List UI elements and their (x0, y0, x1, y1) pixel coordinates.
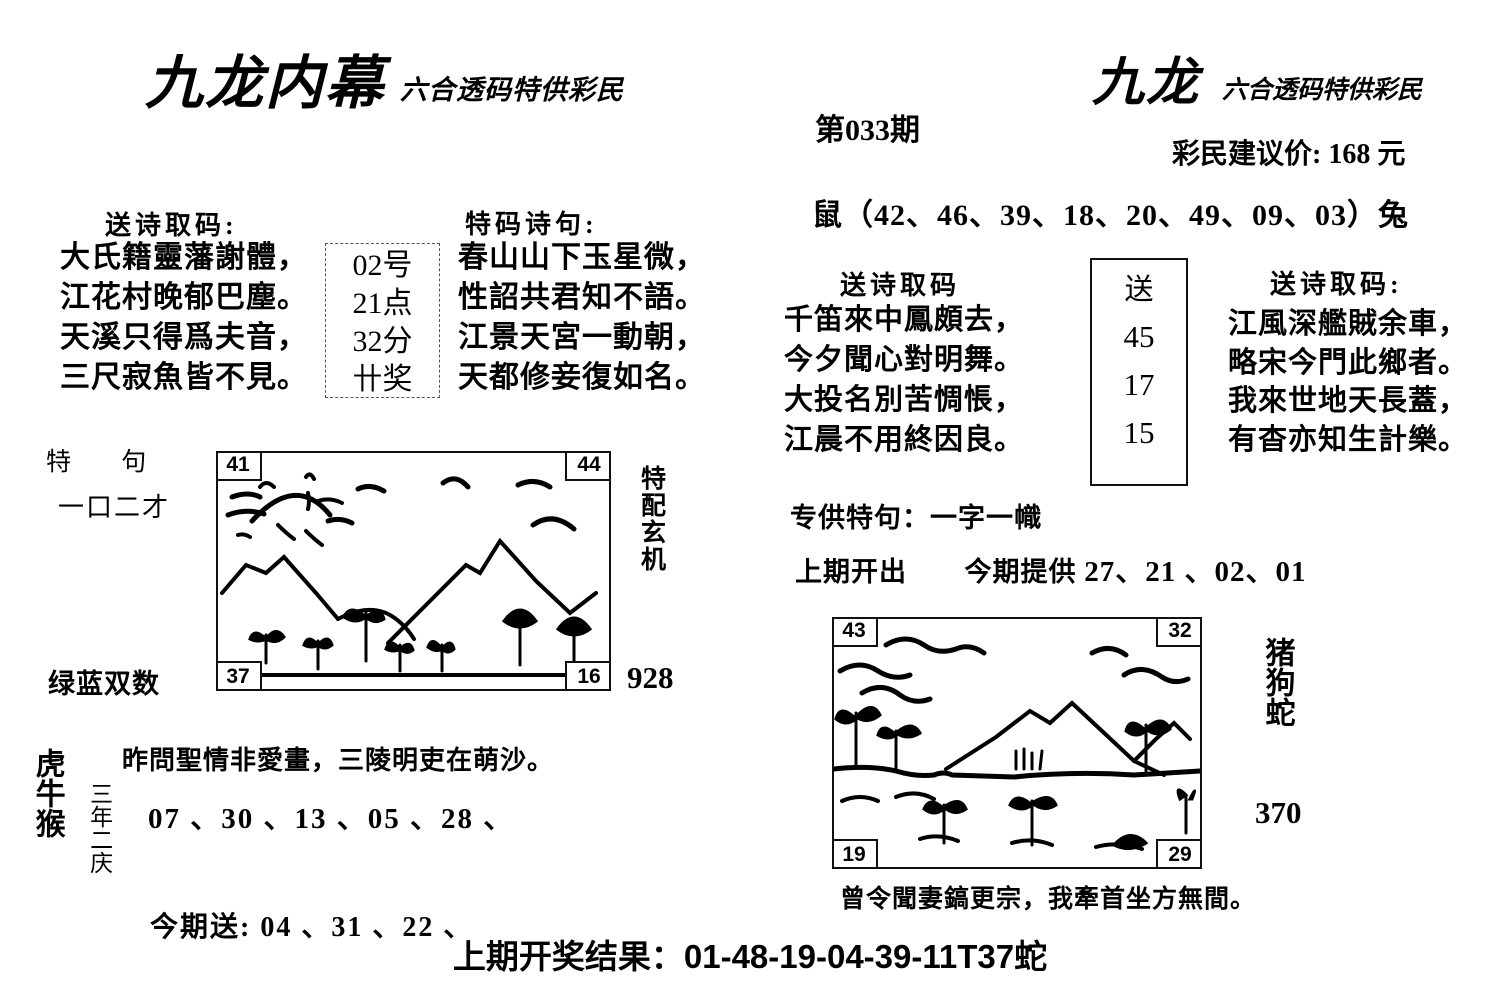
poem-line: 性詔共君知不語。 (458, 280, 706, 314)
left-numbers-row-2: 今期送: 04 、31 、22 、 (150, 912, 474, 943)
teju-value: 一口二才 (58, 493, 171, 522)
right-songshi1-label: 送诗取码 (840, 271, 961, 300)
right-side-number: 370 (1255, 795, 1302, 830)
left-songshi-poem: 大氏籍靈藩謝體， 江花村晚郁巴塵。 天溪只得爲夫音， 三尺寂魚皆不見。 (60, 238, 308, 398)
corner-number-top-right: 32 (1156, 619, 1200, 647)
poem-line: 我來世地天長蓋， (1228, 385, 1469, 418)
lvlan-label: 绿蓝双数 (48, 669, 160, 699)
code-box: 02号 21点 32分 卄奖 (325, 243, 440, 398)
right-bottom-poem: 曾令聞妻鎬更宗，我牽首坐方無間。 (840, 886, 1257, 913)
code-box-line: 02号 (352, 249, 413, 282)
corner-number-bottom-right: 16 (565, 661, 609, 689)
poem-line: 大氏籍靈藩謝體， (60, 241, 308, 274)
send-box-number: 17 (1123, 366, 1155, 402)
shangqi-label: 上期开出 (795, 557, 907, 587)
zhuangong-teju-line: 专供特句：一字一幟 (790, 503, 1042, 533)
corner-number-bottom-left: 37 (218, 661, 262, 689)
code-box-line: 21点 (352, 287, 413, 321)
poem-line: 略宋今門此鄉者。 (1228, 346, 1469, 379)
poem-line: 天溪只得爲夫音， (60, 320, 308, 354)
poem-line: 三尺寂魚皆不見。 (60, 360, 308, 394)
left-songshi-label: 送诗取码: (105, 211, 238, 240)
left-brand-subtitle: 六合透码特供彩民 (400, 75, 624, 105)
poem-line: 今夕聞心對明舞。 (784, 344, 1025, 377)
teju-label: 特 句 (46, 449, 169, 476)
sannian-column: 三年二庆 (86, 782, 112, 874)
left-bottom-poem: 昨問聖情非愛畫，三陵明吏在萌沙。 (122, 746, 555, 775)
shangqi-jinqi-row: 上期开出 今期提供 27、21 、02、01 (795, 548, 1307, 590)
right-brand-subtitle: 六合透码特供彩民 (1222, 77, 1423, 104)
tema-label: 特码诗句: (465, 210, 598, 239)
send-number-box: 送 45 17 15 (1090, 258, 1188, 486)
suggested-price: 彩民建议价: 168 元 (1172, 139, 1406, 170)
corner-number-top-left: 41 (218, 453, 262, 481)
left-numbers-row-1: 07 、30 、13 、05 、28 、 (148, 803, 515, 835)
send-box-number: 45 (1123, 318, 1155, 354)
right-landscape-drawing (834, 636, 1200, 851)
poem-line: 江晨不用終因良。 (784, 424, 1025, 457)
poem-line: 江花村晚郁巴塵。 (60, 280, 308, 314)
jinqi-label: 今期提供 (964, 557, 1077, 587)
poem-line: 江景天宮一動朝， (458, 320, 706, 354)
corner-number-bottom-right: 29 (1156, 839, 1200, 867)
previous-draw-result: 上期开奖结果：01-48-19-04-39-11T37蛇 (452, 938, 1048, 975)
right-brand-title: 九龙 (1092, 55, 1201, 112)
left-landscape-drawing (218, 472, 609, 677)
send-box-label: 送 (1124, 274, 1154, 306)
code-box-line: 32分 (352, 325, 413, 359)
right-illustration: 43 32 19 29 (832, 617, 1202, 869)
poem-line: 千笛來中鳳頗去， (784, 304, 1025, 336)
code-box-line: 卄奖 (352, 363, 413, 397)
poem-line: 江風深艦賊余車， (1228, 308, 1469, 340)
poem-line: 大投名別苦惆悵， (784, 384, 1025, 417)
corner-number-top-right: 44 (565, 453, 609, 481)
poem-line: 春山山下玉星微， (458, 241, 706, 274)
corner-number-top-left: 43 (834, 619, 878, 647)
tema-poem: 春山山下玉星微， 性詔共君知不語。 江景天宮一動朝， 天都修妾復如名。 (458, 238, 706, 398)
right-songshi2-poem: 江風深艦賊余車， 略宋今門此鄉者。 我來世地天長蓋， 有杳亦知生計樂。 (1228, 305, 1468, 459)
poem-line: 有杳亦知生計樂。 (1228, 423, 1469, 456)
left-side-number: 928 (627, 660, 674, 695)
issue-number: 第033期 (815, 114, 920, 147)
tiger-zodiac-column: 虎牛猴 (30, 748, 64, 838)
left-illustration: 41 44 37 16 (216, 451, 611, 691)
right-songshi1-poem: 千笛來中鳳頗去， 今夕聞心對明舞。 大投名別苦惆悵， 江晨不用終因良。 (784, 300, 1024, 460)
tepei-xuanji-label: 特配玄机 (637, 465, 665, 573)
poem-line: 天都修妾復如名。 (458, 360, 706, 394)
zhu-zodiac-column: 猪狗蛇 (1260, 637, 1294, 727)
zodiac-number-row: 鼠（42、46、39、18、20、49、09、03）兔 (812, 199, 1409, 232)
jinqi-numbers: 27、21 、02、01 (1084, 556, 1307, 588)
corner-number-bottom-left: 19 (834, 839, 878, 867)
send-box-number: 15 (1123, 415, 1155, 451)
right-songshi2-label: 送诗取码: (1270, 270, 1403, 299)
left-brand-title: 九龙内幕 (145, 51, 386, 116)
